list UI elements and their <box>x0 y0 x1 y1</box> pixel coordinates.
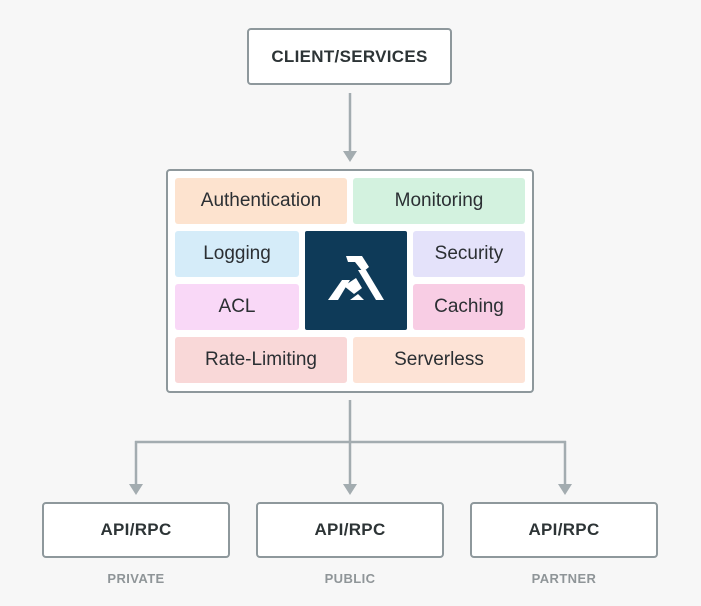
client-services-box: CLIENT/SERVICES <box>247 28 452 85</box>
arrowhead-private <box>129 484 143 495</box>
endpoint-label: API/RPC <box>528 520 600 539</box>
plugin-authentication: Authentication <box>175 178 347 224</box>
arrowhead-public <box>343 484 357 495</box>
arrowhead-gateway <box>343 151 357 162</box>
plugin-label: Authentication <box>200 190 322 211</box>
endpoint-label: API/RPC <box>314 520 386 539</box>
caption-public: PUBLIC <box>324 571 376 586</box>
client-services-label: CLIENT/SERVICES <box>271 46 428 66</box>
plugin-security: Security <box>413 231 525 277</box>
caption-partner: PARTNER <box>531 571 597 586</box>
endpoint-label: API/RPC <box>100 520 172 539</box>
plugin-label: ACL <box>218 296 256 317</box>
plugin-monitoring: Monitoring <box>353 178 525 224</box>
kong-gorilla-logo-icon <box>328 255 384 300</box>
plugin-label: Caching <box>434 296 504 317</box>
plugin-label: Monitoring <box>394 190 484 211</box>
plugin-label: Serverless <box>394 349 484 370</box>
plugin-label: Rate-Limiting <box>205 349 317 370</box>
endpoint-box-private: API/RPC <box>42 502 230 558</box>
endpoint-box-public: API/RPC <box>256 502 444 558</box>
plugin-rate-limiting: Rate-Limiting <box>175 337 347 383</box>
plugin-caching: Caching <box>413 284 525 330</box>
kong-logo-tile <box>305 231 407 330</box>
arrowhead-partner <box>558 484 572 495</box>
plugin-serverless: Serverless <box>353 337 525 383</box>
plugin-label: Security <box>434 243 504 264</box>
plugin-logging: Logging <box>175 231 299 277</box>
plugin-label: Logging <box>203 243 271 264</box>
plugin-acl: ACL <box>175 284 299 330</box>
caption-private: PRIVATE <box>107 571 165 586</box>
endpoint-box-partner: API/RPC <box>470 502 658 558</box>
